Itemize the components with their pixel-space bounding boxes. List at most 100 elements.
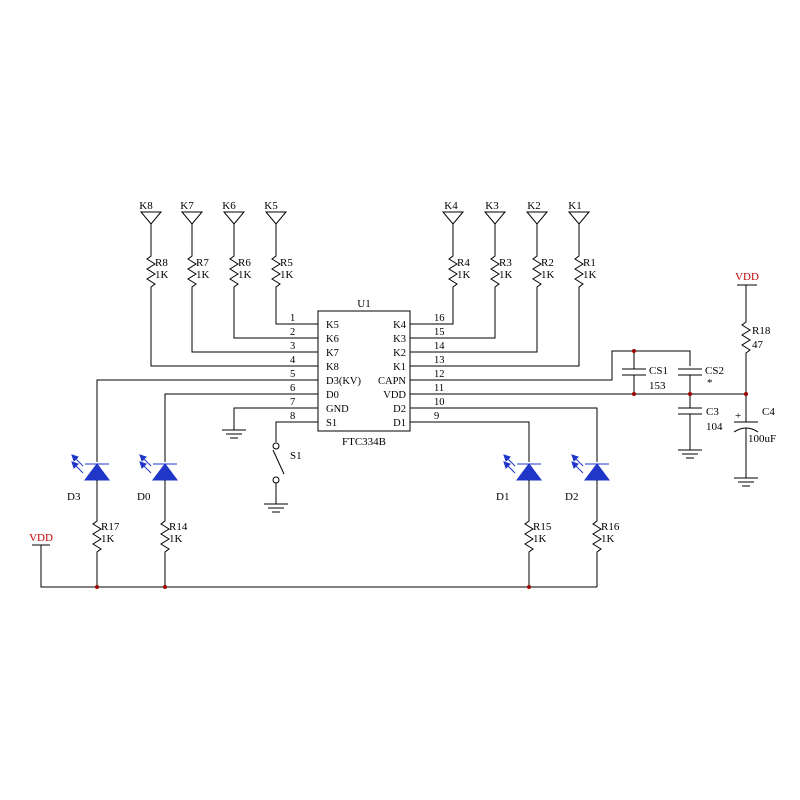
key-pad-k5-icon (264, 211, 288, 225)
led-d0-icon (139, 454, 178, 481)
resistor-value: 1K (533, 533, 547, 545)
key-label: K3 (485, 200, 499, 212)
key-label: K7 (180, 200, 194, 212)
resistor-ref: R8 (155, 257, 168, 269)
resistor-ref: R15 (533, 521, 552, 533)
key-pad-k1-icon (567, 211, 591, 225)
key-pads: K8 K7 K6 K5 K4 K3 K2 K1 R8 1K R7 1K R6 1… (139, 200, 597, 367)
key-pad-k8-icon (139, 211, 163, 225)
led-label: D2 (565, 491, 578, 503)
pin-number: 16 (434, 313, 445, 324)
pin-number: 12 (434, 369, 445, 380)
key-pad-k7-icon (180, 211, 204, 225)
cap-network: VDD R18 47 CS1 153 CS2 * C3 104 C4 + 100… (442, 271, 776, 487)
key-pad-k4-icon (441, 211, 465, 225)
led-label: D3 (67, 491, 81, 503)
resistor-value: 1K (601, 533, 615, 545)
pin-name: K7 (326, 348, 339, 359)
pin-name: K3 (393, 334, 406, 345)
resistor-r16 (592, 480, 602, 587)
resistor-value: 1K (155, 269, 169, 281)
resistor-r6 (229, 224, 288, 339)
pin-number: 7 (290, 397, 295, 408)
pin-number: 15 (434, 327, 445, 338)
key-label: K2 (527, 200, 540, 212)
pin-name: K8 (326, 362, 339, 373)
pin-name: K4 (393, 320, 407, 331)
ground-symbol-icon (264, 503, 288, 513)
led-label: D1 (496, 491, 509, 503)
resistor-r18 (741, 285, 751, 394)
pin-name: K6 (326, 334, 339, 345)
ground-symbol-icon (734, 477, 758, 487)
pin-number: 9 (434, 411, 439, 422)
pin-number: 1 (290, 313, 295, 324)
resistor-value: 1K (541, 269, 555, 281)
led-d2-icon (571, 454, 610, 481)
pin-name: D3(KV) (326, 376, 361, 387)
resistor-value: 47 (752, 339, 764, 351)
switch-label: S1 (290, 450, 302, 462)
capacitor-ref: CS2 (705, 365, 724, 377)
key-label: K1 (568, 200, 581, 212)
capacitor-polarity: + (735, 410, 741, 422)
resistor-r7 (187, 224, 288, 353)
pin-name: D0 (326, 390, 339, 401)
resistor-r1 (442, 224, 584, 367)
junction-dot (163, 585, 167, 589)
ic-body (317, 310, 411, 432)
switch-s1-icon (272, 449, 285, 475)
pin-name: D2 (393, 404, 406, 415)
key-pad-k2-icon (525, 211, 549, 225)
pin-number: 4 (290, 355, 296, 366)
resistor-r2 (442, 224, 542, 353)
capacitor-ref: C4 (762, 406, 775, 418)
resistor-r4 (442, 224, 458, 325)
vdd-label-left: VDD (29, 532, 53, 544)
switch-contact-icon (272, 476, 280, 484)
pin-name: S1 (326, 418, 337, 429)
key-pad-k3-icon (483, 211, 507, 225)
led-d1-icon (503, 454, 542, 481)
resistor-ref: R7 (196, 257, 209, 269)
key-label: K6 (222, 200, 236, 212)
capacitor-value: 104 (706, 421, 723, 433)
capacitor-value: 153 (649, 380, 666, 392)
pin-name: VDD (383, 390, 406, 401)
junction-dot (527, 585, 531, 589)
resistor-r3 (442, 224, 500, 339)
pin-number: 14 (434, 341, 445, 352)
junction-dot (95, 585, 99, 589)
key-label: K5 (264, 200, 278, 212)
junction-dot (632, 349, 636, 353)
resistor-value: 1K (583, 269, 597, 281)
key-label: K8 (139, 200, 153, 212)
capacitor-ref: C3 (706, 406, 719, 418)
pin-number: 8 (290, 411, 295, 422)
ground-and-switch: S1 (222, 407, 302, 513)
led-d3-icon (71, 454, 110, 481)
resistor-ref: R2 (541, 257, 554, 269)
resistor-value: 1K (238, 269, 252, 281)
resistor-value: 1K (457, 269, 471, 281)
resistor-r5 (271, 224, 288, 325)
junction-dot (688, 392, 692, 396)
resistor-ref: R18 (752, 325, 771, 337)
pin-number: 2 (290, 327, 295, 338)
switch-contact-icon (272, 442, 280, 450)
ground-symbol-icon (222, 429, 246, 439)
key-pad-k6-icon (222, 211, 246, 225)
pin-name: K1 (393, 362, 406, 373)
resistor-ref: R16 (601, 521, 620, 533)
ic-ref-label: U1 (357, 298, 370, 310)
resistor-r8 (146, 224, 288, 367)
resistor-ref: R4 (457, 257, 470, 269)
resistor-ref: R3 (499, 257, 512, 269)
pin-name: GND (326, 404, 349, 415)
junction-dot (744, 392, 748, 396)
resistor-r17 (92, 480, 102, 587)
ic-u1: U1 FTC334B 1 2 3 4 5 6 7 8 K5 K6 K7 K8 D… (288, 298, 445, 448)
ic-part-label: FTC334B (342, 436, 386, 448)
vdd-bus (40, 545, 597, 588)
